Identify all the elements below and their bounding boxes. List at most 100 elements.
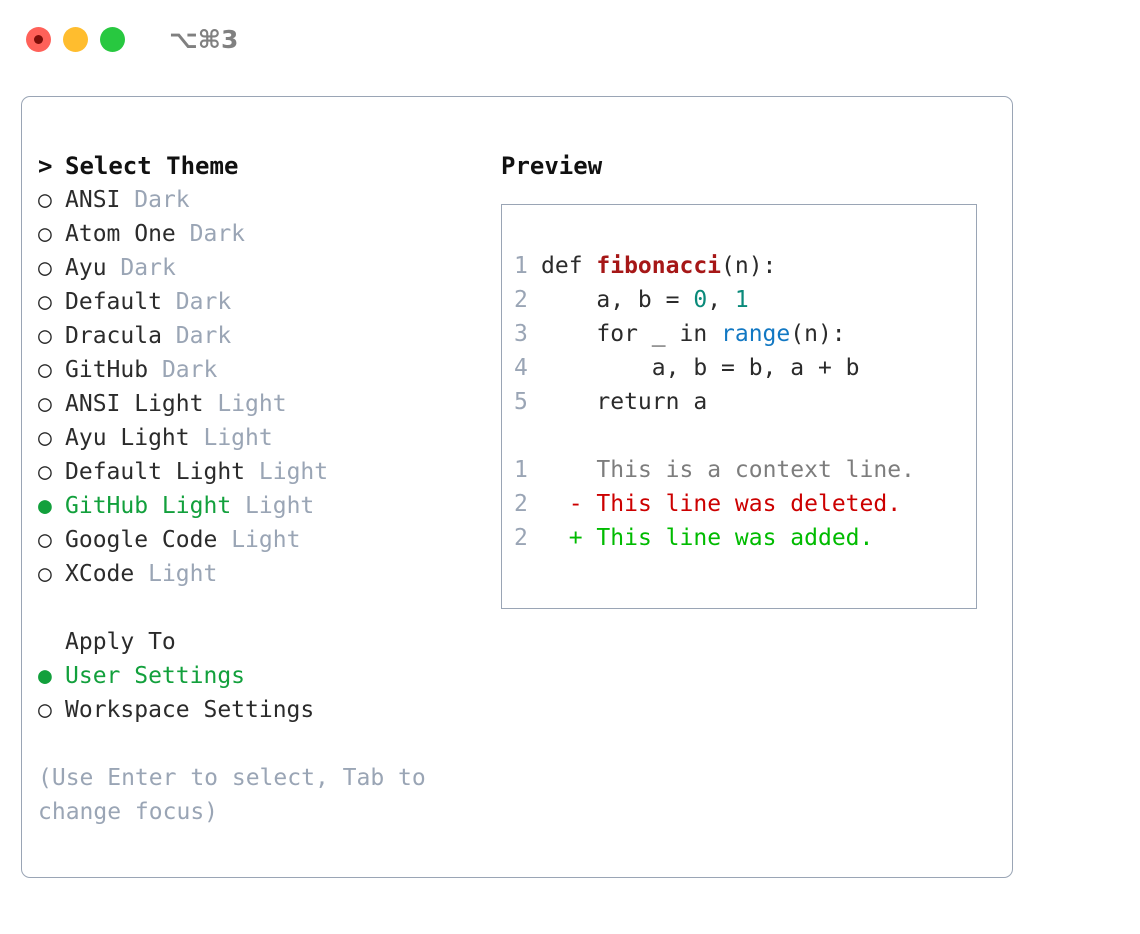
radio-unselected-icon: ○ (38, 221, 52, 247)
diff-text: This line was added. (596, 525, 874, 551)
diff-line-number: 1 (514, 457, 528, 483)
apply-to-option-user-settings[interactable]: ● User Settings (38, 659, 488, 693)
code-line: 5 return a (514, 385, 972, 419)
select-theme-header: >Select Theme (38, 149, 488, 183)
code-token-plain: a, b = (541, 287, 694, 313)
code-token-fn: fibonacci (596, 253, 722, 279)
diff-line-content: This is a context line. (541, 457, 915, 483)
diff-line-content: + This line was added. (541, 525, 874, 551)
radio-unselected-icon: ○ (38, 561, 52, 587)
theme-option-dracula[interactable]: ○Dracula Dark (38, 319, 488, 353)
spacer (541, 491, 569, 517)
theme-option-name: Google Code (65, 527, 218, 553)
spacer (217, 527, 231, 553)
radio-unselected-icon: ○ (38, 459, 52, 485)
diff-line-add: 2 + This line was added. (514, 521, 972, 555)
theme-option-ansi-light[interactable]: ○ ANSI Light Light (38, 387, 488, 421)
theme-option-variant: Light (245, 493, 315, 519)
theme-option-ansi[interactable]: ○ ANSI Dark (38, 183, 488, 217)
spacer (162, 323, 176, 349)
apply-to-option-name: User Settings (65, 663, 246, 689)
apply-to-label-text: Apply To (65, 629, 176, 655)
theme-option-list: ○ANSI Dark○Atom One Dark○Ayu Dark○Defaul… (38, 183, 488, 591)
diff-text: This line was deleted. (596, 491, 902, 517)
theme-option-ayu-light[interactable]: ○ Ayu Light Light (38, 421, 488, 455)
traffic-light-buttons (26, 26, 125, 52)
spacer (190, 425, 204, 451)
code-line: 2 a, b = 0, 1 (514, 283, 972, 317)
radio-unselected-icon: ○ (38, 391, 52, 417)
code-token-plain: (n): (721, 253, 777, 279)
theme-option-google-code[interactable]: ○Google Code Light (38, 523, 488, 557)
theme-option-variant: Light (231, 527, 301, 553)
diff-text: This is a context line. (596, 457, 915, 483)
theme-option-name: XCode (65, 561, 135, 587)
code-token-plain: for _ in (541, 321, 722, 347)
minimize-window-icon[interactable] (63, 26, 88, 52)
spacer (541, 525, 569, 551)
diff-marker (569, 457, 583, 483)
theme-option-name: Dracula (65, 323, 162, 349)
radio-unselected-icon: ○ (38, 187, 52, 213)
spacer (541, 457, 569, 483)
theme-option-name: ANSI Light (65, 391, 204, 417)
code-line-number: 1 (514, 253, 528, 279)
diff-line-ctx: 1 This is a context line. (514, 453, 972, 487)
spacer (245, 459, 259, 485)
diff-line-number: 2 (514, 525, 528, 551)
theme-option-ayu[interactable]: ○Ayu Dark (38, 251, 488, 285)
apply-to-option-workspace-settings[interactable]: ○ Workspace Settings (38, 693, 488, 727)
window-titlebar: ⌥⌘3 (0, 0, 1140, 78)
theme-option-name: GitHub Light (65, 493, 232, 519)
preview-header-label: Preview (501, 152, 603, 180)
theme-option-github-light[interactable]: ● GitHub Light Light (38, 489, 488, 523)
maximize-window-icon[interactable] (100, 26, 125, 52)
code-token-plain: return a (541, 389, 708, 415)
code-line-number: 3 (514, 321, 528, 347)
theme-list-column: >Select Theme ○ANSI Dark○Atom One Dark○A… (38, 149, 488, 829)
code-line: 3 for _ in range(n): (514, 317, 972, 351)
apply-to-option-name: Workspace Settings (65, 697, 315, 723)
theme-option-variant: Light (258, 459, 329, 485)
code-line: 4 a, b = b, a + b (514, 351, 972, 385)
theme-option-name: Atom One (65, 221, 176, 247)
diff-marker: + (568, 525, 583, 551)
radio-unselected-icon: ○ (38, 697, 52, 723)
theme-option-github[interactable]: ○GitHub Dark (38, 353, 488, 387)
close-window-icon[interactable] (26, 26, 51, 52)
spacer (134, 561, 148, 587)
diff-line-del: 2 - This line was deleted. (514, 487, 972, 521)
theme-option-variant: Dark (120, 255, 176, 281)
code-blank-line (514, 419, 972, 453)
theme-option-atom-one[interactable]: ○Atom One Dark (38, 217, 488, 251)
radio-unselected-icon: ○ (38, 323, 52, 349)
radio-selected-icon: ● (38, 493, 52, 519)
caret-icon: > (38, 152, 53, 180)
radio-selected-icon: ● (38, 663, 52, 689)
spacer (120, 187, 134, 213)
code-line-number: 2 (514, 287, 528, 313)
spacer (162, 289, 176, 315)
theme-option-name: ANSI (65, 187, 121, 213)
theme-option-name: Default Light (65, 459, 246, 485)
theme-option-name: Ayu Light (65, 425, 190, 451)
theme-option-default[interactable]: ○Default Dark (38, 285, 488, 319)
diff-line-number: 2 (514, 491, 528, 517)
theme-option-variant: Light (203, 425, 273, 451)
code-token-call: range (721, 321, 791, 347)
radio-unselected-icon: ○ (38, 289, 52, 315)
theme-option-xcode[interactable]: ○XCode Light (38, 557, 488, 591)
theme-option-variant: Light (217, 391, 287, 417)
diff-marker: - (568, 491, 583, 517)
spacer (148, 357, 162, 383)
code-token-plain: a, b = b, a + b (541, 355, 860, 381)
radio-unselected-icon: ○ (38, 255, 52, 281)
radio-unselected-icon: ○ (38, 425, 52, 451)
theme-option-default-light[interactable]: ○ Default Light Light (38, 455, 488, 489)
theme-option-variant: Dark (134, 187, 190, 213)
